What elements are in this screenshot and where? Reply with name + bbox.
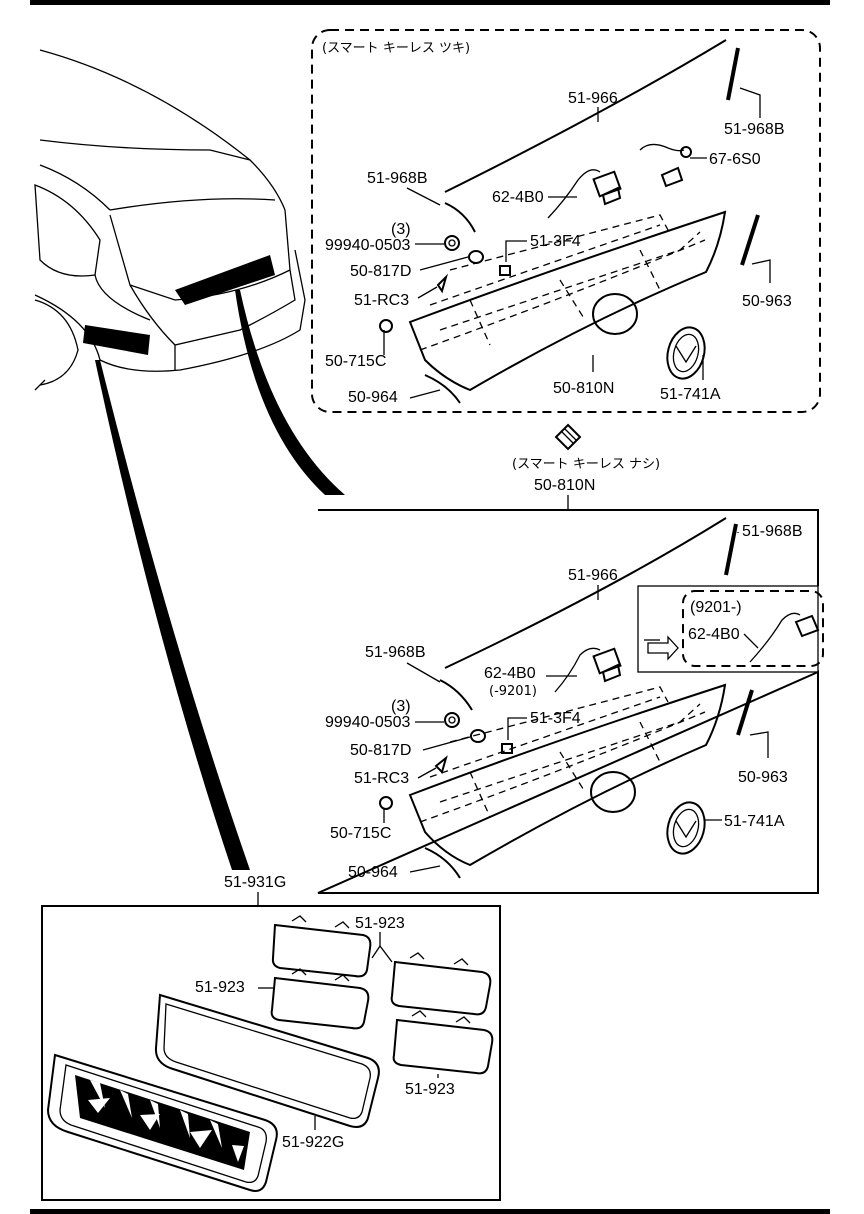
b-label-51-RC3: 51-RC3 bbox=[354, 770, 409, 787]
label-50-963: 50-963 bbox=[742, 293, 792, 310]
inset-label-62-4B0: 62-4B0 bbox=[688, 626, 740, 643]
b-clip-50-715C bbox=[379, 796, 393, 810]
b-clip-51-3F4 bbox=[501, 743, 513, 754]
label-50-817D: 50-817D bbox=[350, 263, 411, 280]
label-67-6S0: 67-6S0 bbox=[709, 151, 761, 168]
arrow-down-icon bbox=[554, 423, 582, 451]
gasket-51-922G bbox=[154, 993, 380, 1128]
label-51-3F4: 51-3F4 bbox=[530, 233, 581, 250]
harness-62-4B0 bbox=[547, 169, 622, 219]
panel-reflector bbox=[41, 905, 501, 1201]
leader-to-garnish bbox=[235, 290, 345, 495]
label-50-810N: 50-810N bbox=[553, 380, 614, 397]
b-strip-51-968B-right bbox=[724, 523, 738, 576]
b-strip-50-963 bbox=[736, 689, 754, 736]
label-62-4B0: 62-4B0 bbox=[492, 189, 544, 206]
panel-no-smart-keyless bbox=[317, 509, 819, 894]
strip-50-963 bbox=[740, 214, 760, 266]
label-51-968B-left: 51-968B bbox=[367, 170, 428, 187]
panel-smart-keyless bbox=[311, 29, 821, 413]
nut-99940-0503 bbox=[444, 235, 460, 251]
pad-51-923-1 bbox=[271, 915, 372, 978]
inset-title: (9201-) bbox=[690, 599, 742, 616]
label-50-715C: 50-715C bbox=[325, 353, 386, 370]
b-clip-51-RC3 bbox=[434, 755, 448, 774]
label-51-923-bottom: 51-923 bbox=[405, 1081, 455, 1098]
reflector-area-marker bbox=[83, 325, 150, 355]
mid-title: (スマート キーレス ナシ) bbox=[512, 457, 660, 472]
top-border bbox=[30, 0, 830, 5]
pad-51-923-2 bbox=[270, 968, 370, 1030]
b-emblem-51-741A bbox=[666, 801, 706, 855]
b-washer-50-817D bbox=[470, 729, 486, 743]
strip-51-968B-right bbox=[726, 47, 740, 101]
strip-50-964 bbox=[424, 374, 461, 404]
label-51-966: 51-966 bbox=[568, 90, 618, 107]
garnish-50-810N bbox=[408, 210, 727, 392]
label-51-923-top: 51-923 bbox=[355, 915, 405, 932]
label-51-741A: 51-741A bbox=[660, 386, 721, 403]
b-label-62-4B0-note: (-9201) bbox=[489, 684, 537, 699]
moulding-51-966 bbox=[444, 39, 727, 193]
strip-51-968B-left bbox=[444, 202, 476, 233]
label-51-931G: 51-931G bbox=[224, 874, 286, 891]
b-harness-62-4B0 bbox=[554, 647, 622, 693]
inset-9201 bbox=[682, 590, 824, 667]
b-label-51-968B-right: 51-968B bbox=[742, 523, 803, 540]
b-label-99940-0503: 99940-0503 bbox=[325, 714, 411, 731]
washer-50-817D bbox=[468, 250, 484, 264]
garnish-area-marker bbox=[175, 255, 275, 305]
b-strip-50-964 bbox=[424, 847, 461, 879]
b-label-51-3F4: 51-3F4 bbox=[530, 710, 581, 727]
label-mid-50-810N: 50-810N bbox=[534, 477, 595, 494]
label-qty-3: (3) bbox=[391, 221, 411, 238]
clip-50-715C bbox=[379, 319, 393, 333]
clip-51-3F4 bbox=[499, 265, 511, 276]
label-51-922G: 51-922G bbox=[282, 1134, 344, 1151]
b-strip-51-968B-left bbox=[439, 679, 473, 711]
b-label-51-741A: 51-741A bbox=[724, 813, 785, 830]
label-99940-0503: 99940-0503 bbox=[325, 237, 411, 254]
b-label-62-4B0: 62-4B0 bbox=[484, 665, 536, 682]
b-garnish-50-810N bbox=[408, 683, 727, 867]
reflector-housing bbox=[46, 1053, 278, 1192]
b-label-51-966: 51-966 bbox=[568, 567, 618, 584]
panel-a-title: (スマート キーレス ツキ) bbox=[322, 41, 470, 56]
b-nut-99940-0503 bbox=[444, 712, 460, 728]
bottom-border bbox=[30, 1209, 830, 1214]
label-51-968B-right: 51-968B bbox=[724, 121, 785, 138]
label-51-RC3: 51-RC3 bbox=[354, 292, 409, 309]
double-arrow-icon bbox=[644, 635, 679, 661]
clip-51-RC3 bbox=[436, 273, 449, 294]
switch-67-6S0 bbox=[639, 143, 692, 188]
leader-to-reflector bbox=[95, 360, 250, 870]
b-label-51-968B-left: 51-968B bbox=[365, 644, 426, 661]
b-label-50-817D: 50-817D bbox=[350, 742, 411, 759]
car-rear-illustration bbox=[34, 49, 306, 391]
label-50-964: 50-964 bbox=[348, 389, 398, 406]
inset-harness-62-4B0 bbox=[749, 612, 820, 663]
b-label-qty-3: (3) bbox=[391, 698, 411, 715]
b-label-50-964: 50-964 bbox=[348, 864, 398, 881]
b-label-50-715C: 50-715C bbox=[330, 825, 391, 842]
pad-51-923-3 bbox=[390, 952, 492, 1016]
b-label-50-963: 50-963 bbox=[738, 769, 788, 786]
pad-51-923-4 bbox=[392, 1010, 494, 1075]
label-51-923-left: 51-923 bbox=[195, 979, 245, 996]
